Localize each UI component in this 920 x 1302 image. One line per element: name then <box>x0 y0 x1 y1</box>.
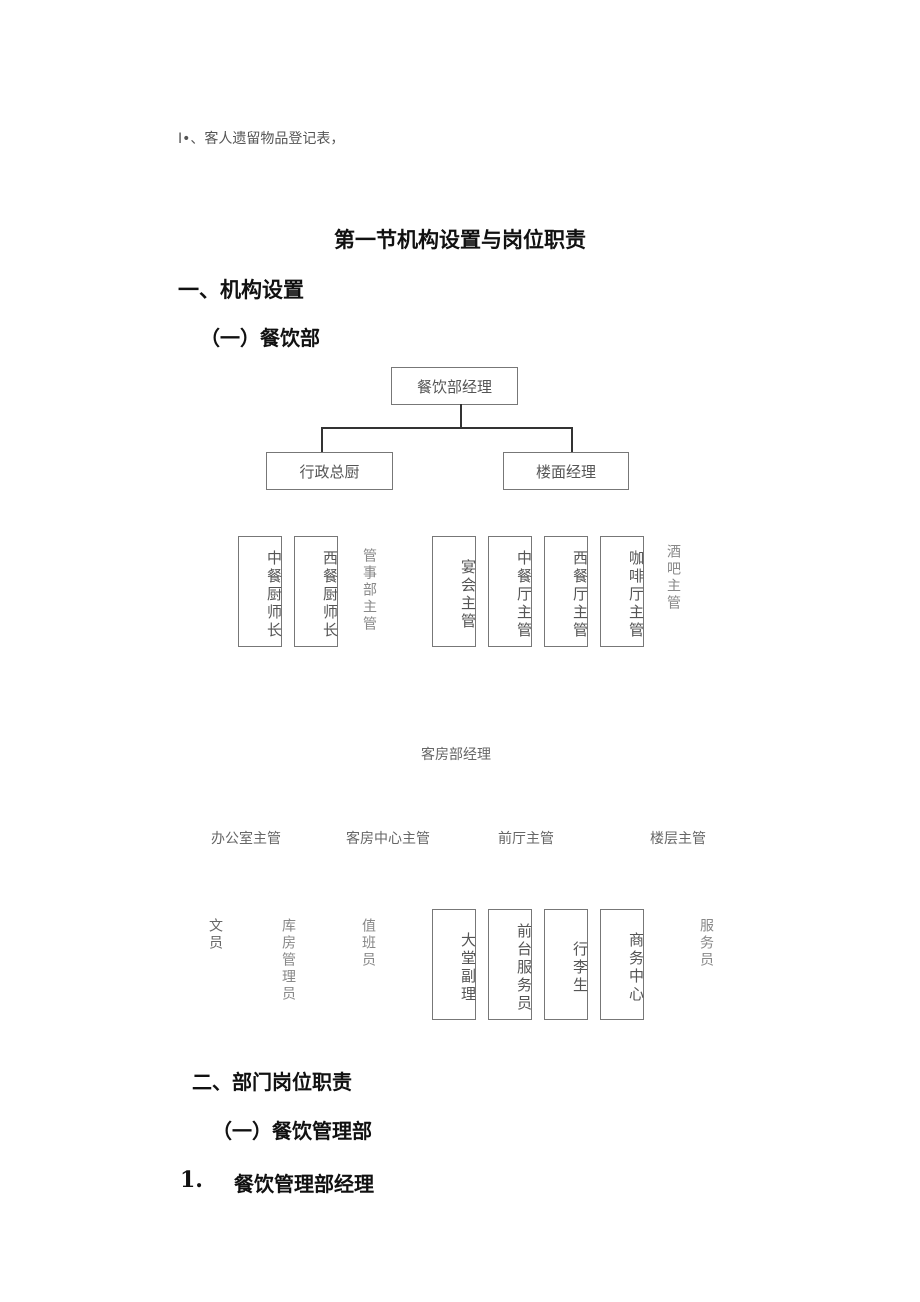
chinese-head-chef-box: 中餐厨师长 <box>238 536 283 647</box>
front-office-supervisor-label: 前厅主管 <box>498 831 554 847</box>
registration-form-note: I•、客人遗留物品登记表， <box>178 131 345 147</box>
fnb-manager-box: 餐饮部经理 <box>391 367 518 405</box>
front-desk-clerk-box: 前台服务员 <box>488 909 533 1020</box>
connector-line <box>571 427 573 453</box>
chinese-restaurant-supervisor-box: 中餐厅主管 <box>488 536 533 647</box>
banquet-supervisor-box: 宴会主管 <box>432 536 477 647</box>
subheading-fnb-management: （一）餐饮管理部 <box>212 1119 372 1143</box>
item-title-fnb-manager: 餐饮管理部经理 <box>234 1172 374 1196</box>
rooms-manager-label: 客房部经理 <box>421 747 491 763</box>
coffee-shop-supervisor-box: 咖啡厅主管 <box>600 536 645 647</box>
attendant-label: 服务员 <box>698 918 714 969</box>
office-supervisor-label: 办公室主管 <box>211 831 281 847</box>
subheading-fnb-department: （一）餐饮部 <box>200 326 320 350</box>
floor-supervisor-label: 楼层主管 <box>650 831 706 847</box>
connector-line <box>321 427 323 453</box>
business-center-box: 商务中心 <box>600 909 645 1020</box>
clerk-label: 文员 <box>207 918 223 952</box>
heading-organization-setup: 一、机构设置 <box>178 277 304 302</box>
connector-line <box>460 404 462 429</box>
bar-supervisor-label: 酒吧主管 <box>665 544 681 612</box>
floor-manager-box: 楼面经理 <box>503 452 629 490</box>
bellboy-box: 行李生 <box>544 909 589 1020</box>
heading-department-duties: 二、部门岗位职责 <box>192 1070 352 1094</box>
item-number: 1. <box>180 1167 203 1193</box>
storeroom-keeper-label: 库房管理员 <box>280 918 296 1003</box>
connector-line <box>321 427 573 429</box>
section-title: 第一节机构设置与岗位职责 <box>334 227 586 252</box>
executive-chef-box: 行政总厨 <box>266 452 393 490</box>
stewarding-supervisor-label: 管事部主管 <box>361 548 377 633</box>
assistant-manager-box: 大堂副理 <box>432 909 477 1020</box>
western-restaurant-supervisor-box: 西餐厅主管 <box>544 536 589 647</box>
duty-staff-label: 值班员 <box>360 918 376 969</box>
western-head-chef-box: 西餐厨师长 <box>294 536 339 647</box>
housekeeping-center-supervisor-label: 客房中心主管 <box>346 831 430 847</box>
